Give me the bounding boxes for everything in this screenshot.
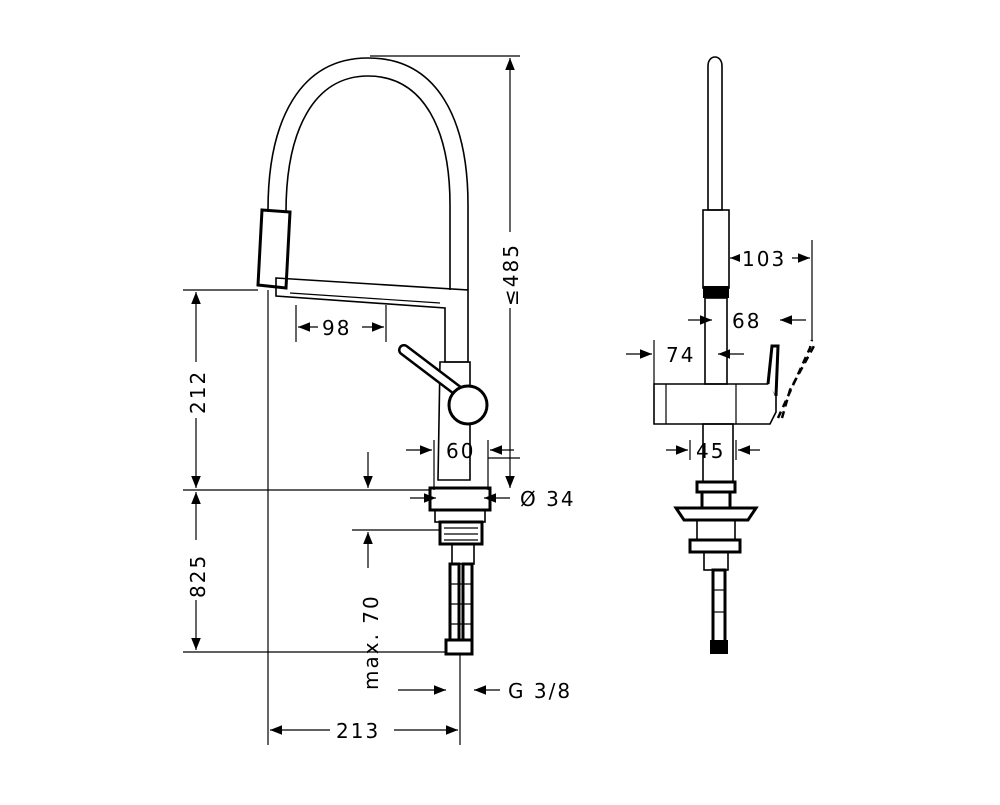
side-base-plate — [673, 506, 759, 522]
label-74: 74 — [666, 343, 695, 367]
side-hose-connector — [710, 640, 728, 654]
label-45: 45 — [696, 439, 725, 463]
supply-hose-right — [461, 562, 474, 648]
lever-knob — [447, 384, 489, 426]
front-view: ≤485 212 825 max. 70 98 60 Ø 34 G 3/8 21… — [183, 55, 576, 745]
label-212: 212 — [186, 370, 210, 414]
mount-ring — [438, 520, 484, 546]
label-60: 60 — [446, 439, 475, 463]
faucet-body — [437, 361, 471, 481]
side-mount-ring — [688, 538, 742, 554]
side-horizontal-body — [653, 383, 777, 425]
label-103: 103 — [742, 247, 786, 271]
spout-arch-inner — [285, 75, 451, 290]
threaded-shank — [451, 543, 475, 565]
spout-arm — [275, 277, 469, 363]
hose-connector — [444, 638, 474, 656]
base-nut — [434, 509, 486, 523]
side-spout-tube — [707, 56, 723, 211]
label-34: Ø 34 — [520, 487, 576, 511]
label-68: 68 — [732, 309, 761, 333]
side-grip-band — [703, 286, 729, 298]
label-spout-height: ≤485 — [499, 243, 523, 306]
spout-arch-outer — [267, 57, 469, 290]
supply-hose-left — [448, 562, 461, 648]
spout-arm-inner-line — [289, 292, 441, 304]
label-825: 825 — [186, 554, 210, 598]
label-max-70: max. 70 — [359, 594, 383, 690]
side-supply-hose — [711, 568, 727, 644]
label-98: 98 — [322, 316, 351, 340]
base-flange — [428, 486, 492, 512]
side-hose-body — [702, 209, 730, 289]
side-lever — [766, 344, 780, 397]
side-view: 103 68 74 45 — [626, 56, 816, 654]
label-thread: G 3/8 — [508, 679, 572, 703]
side-body-upper — [704, 297, 728, 385]
spray-head — [256, 208, 292, 290]
label-213: 213 — [336, 719, 380, 743]
